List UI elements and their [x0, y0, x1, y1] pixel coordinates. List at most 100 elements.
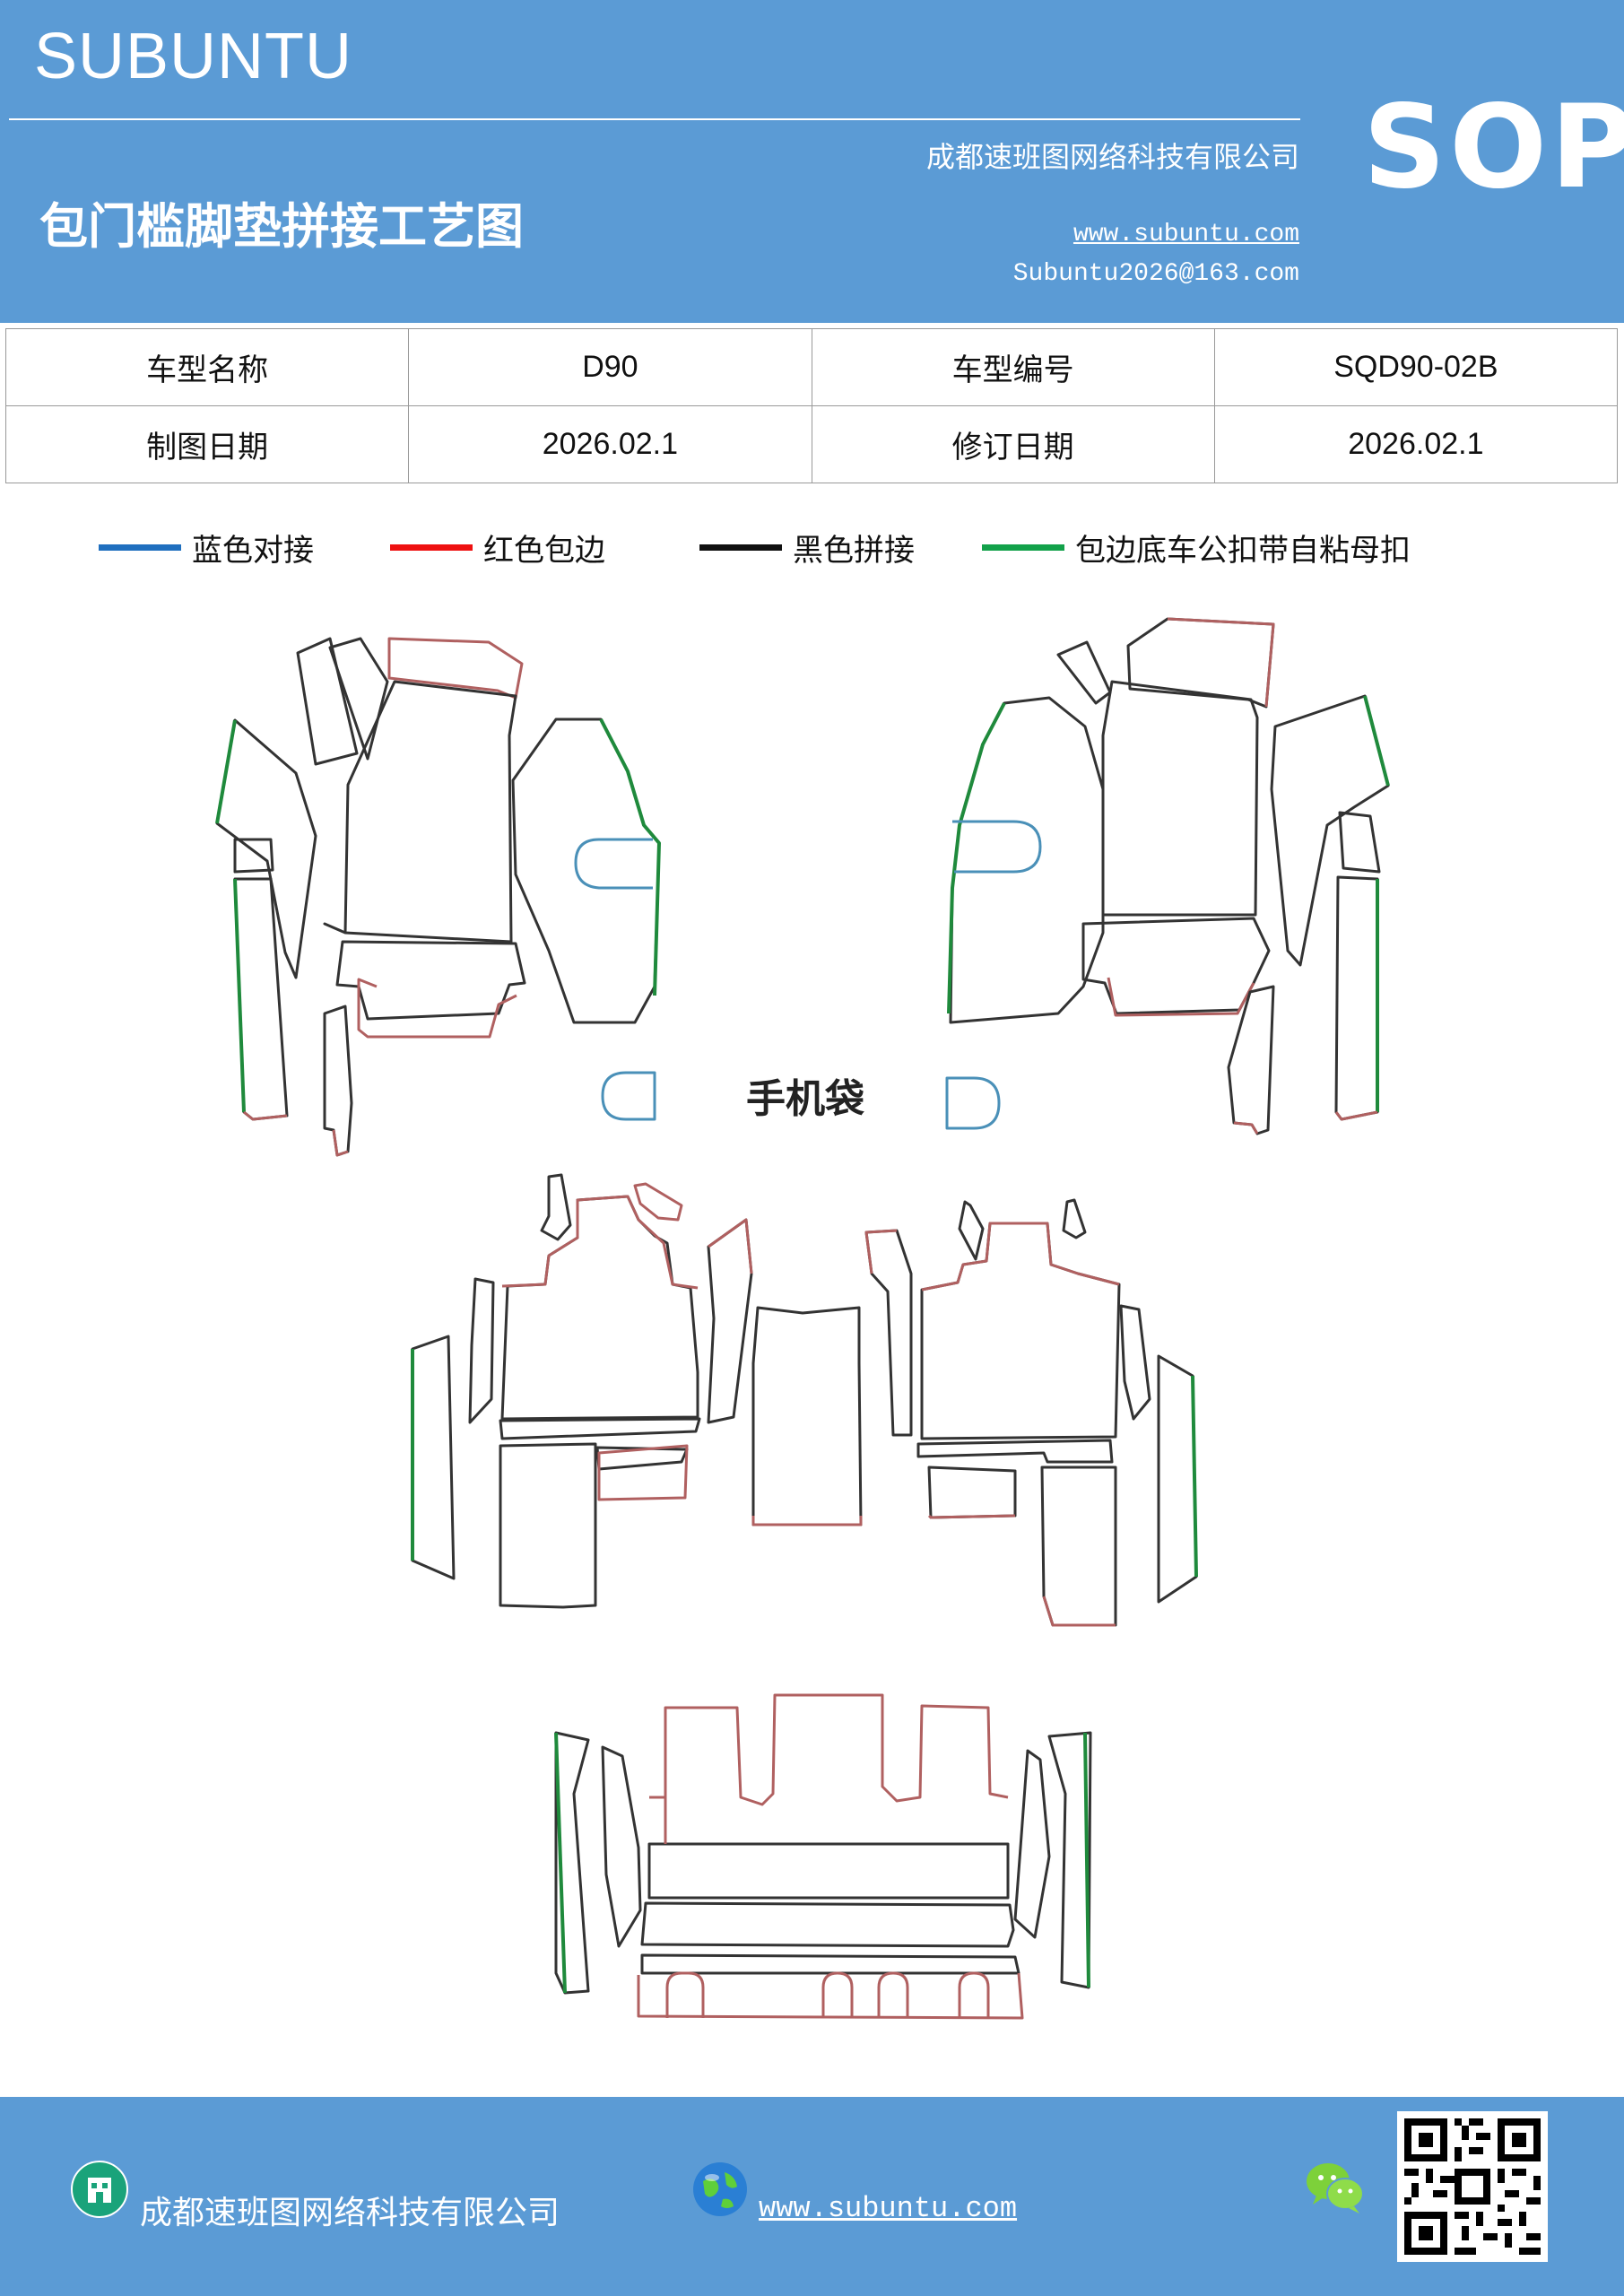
- mat-piece: [751, 1306, 863, 1526]
- footer-banner: 成都速班图网络科技有限公司 www.subuntu.com: [0, 2097, 1624, 2296]
- mat-velcro-edge: [554, 1732, 567, 1994]
- middle-row-mat-group: [411, 1173, 1198, 1627]
- mat-piece: [500, 1195, 699, 1421]
- sop-badge: SOP: [1363, 81, 1624, 214]
- mat-piece: [707, 1218, 753, 1424]
- front-left-mat-group: [215, 637, 661, 1157]
- wechat-icon[interactable]: [1304, 2160, 1367, 2215]
- mat-velcro-edge: [233, 878, 246, 1113]
- mat-piece: [1081, 917, 1271, 1015]
- mat-piece: [1040, 1465, 1117, 1627]
- model-code-value: SQD90-02B: [1213, 328, 1619, 406]
- mat-edge: [243, 1110, 288, 1121]
- third-row-mat-group: [554, 1693, 1092, 2020]
- mat-edge: [708, 1218, 753, 1274]
- mat-piece: [920, 1222, 1121, 1440]
- model-code-label: 车型编号: [811, 328, 1215, 406]
- legend-swatch-blue: [99, 544, 181, 551]
- mat-piece: [499, 1417, 701, 1440]
- mat-edge: [664, 1693, 1009, 1844]
- legend-swatch-red: [390, 544, 473, 551]
- mat-piece: [323, 1004, 353, 1157]
- mat-edge: [751, 1516, 863, 1526]
- mat-piece: [864, 1229, 913, 1437]
- globe-icon: [693, 2162, 747, 2216]
- mat-piece: [1338, 811, 1381, 874]
- mat-piece: [640, 1901, 1015, 1948]
- mat-edge: [501, 1195, 699, 1290]
- legend: 蓝色对接 红色包边 黑色拼接 包边底车公扣带自粘母扣: [0, 526, 1624, 570]
- mat-piece: [328, 637, 389, 761]
- qr-code: [1397, 2111, 1548, 2262]
- mat-edge: [864, 1229, 898, 1274]
- mat-piece: [601, 1745, 642, 1948]
- mat-piece: [323, 680, 517, 944]
- mat-piece: [949, 696, 1105, 1024]
- mat-edge: [927, 1514, 1016, 1519]
- mat-piece: [1062, 1198, 1087, 1239]
- phone-pocket-right: [945, 1076, 1001, 1130]
- mat-piece: [540, 1173, 572, 1241]
- mat-edge: [921, 1222, 1120, 1292]
- mat-piece: [1101, 680, 1259, 917]
- mat-piece: [1227, 985, 1275, 1135]
- mat-velcro-edge: [1363, 695, 1390, 787]
- mat-velcro-edge: [1083, 1732, 1090, 1988]
- mat-piece: [927, 1465, 1017, 1519]
- phone-pocket-left: [601, 1071, 656, 1121]
- legend-label: 红色包边: [483, 533, 605, 569]
- mat-piece: [1119, 1304, 1151, 1421]
- legend-item-green: 包边底车公扣带自粘母扣: [982, 526, 1411, 570]
- header-banner: SUBUNTU 包门槛脚垫拼接工艺图 成都速班图网络科技有限公司 www.sub…: [0, 0, 1624, 323]
- brand-name: SUBUNTU: [34, 21, 353, 92]
- footer-company: 成都速班图网络科技有限公司: [140, 2195, 560, 2231]
- info-table: 车型名称 D90 车型编号 SQD90-02B 制图日期 2026.02.1 修…: [4, 328, 1619, 483]
- mat-piece: [215, 718, 317, 979]
- mat-piece: [633, 1182, 683, 1222]
- legend-label: 包边底车公扣带自粘母扣: [1075, 533, 1411, 569]
- mat-edge: [1334, 1110, 1378, 1121]
- legend-label: 黑色拼接: [793, 533, 915, 569]
- legend-swatch-green: [982, 544, 1064, 551]
- mat-edge: [665, 1971, 990, 2018]
- revision-date-value: 2026.02.1: [1213, 405, 1619, 483]
- legend-swatch-black: [699, 544, 782, 551]
- header-email[interactable]: Subuntu2026@163.com: [1012, 260, 1299, 288]
- mat-piece: [296, 637, 359, 766]
- footer-website-link[interactable]: www.subuntu.com: [759, 2192, 1018, 2225]
- legend-item-black: 黑色拼接: [699, 526, 915, 570]
- mat-piece: [1013, 1749, 1051, 1939]
- legend-item-blue: 蓝色对接: [99, 526, 314, 570]
- mat-edge: [1107, 977, 1255, 1017]
- mat-velcro-edge: [215, 719, 237, 824]
- model-name-label: 车型名称: [4, 328, 410, 406]
- header-divider: [9, 118, 1300, 120]
- drawing-date-value: 2026.02.1: [408, 405, 812, 483]
- legend-label: 蓝色对接: [192, 533, 314, 569]
- header-website-link[interactable]: www.subuntu.com: [1073, 221, 1299, 248]
- mat-piece: [468, 1277, 495, 1424]
- mat-piece: [597, 1444, 689, 1501]
- mat-velcro-edge: [947, 702, 1006, 1014]
- drawing-date-label: 制图日期: [4, 405, 410, 483]
- mat-piece: [1056, 640, 1112, 705]
- page-title: 包门槛脚垫拼接工艺图: [39, 197, 524, 255]
- mat-piece: [1334, 875, 1379, 1121]
- phone-pocket-label: 手机袋: [746, 1076, 864, 1122]
- mat-edge: [332, 1129, 349, 1157]
- mat-edge: [1233, 1121, 1259, 1135]
- mat-splicing-diagram: 手机袋: [215, 617, 1390, 2020]
- mat-piece: [1270, 694, 1390, 967]
- mat-piece: [916, 1439, 1114, 1464]
- legend-item-red: 红色包边: [390, 526, 605, 570]
- mat-piece: [640, 1953, 1020, 1975]
- mat-velcro-edge: [1191, 1375, 1198, 1578]
- mat-velcro-edge: [599, 718, 661, 996]
- mat-edge: [357, 978, 517, 1039]
- header-company: 成都速班图网络科技有限公司: [925, 140, 1299, 174]
- mat-piece: [335, 940, 526, 1021]
- revision-date-label: 修订日期: [811, 405, 1215, 483]
- mat-edge: [637, 1972, 1024, 2020]
- table-row: 制图日期 2026.02.1 修订日期 2026.02.1: [4, 405, 1619, 483]
- mat-edge: [1167, 617, 1275, 708]
